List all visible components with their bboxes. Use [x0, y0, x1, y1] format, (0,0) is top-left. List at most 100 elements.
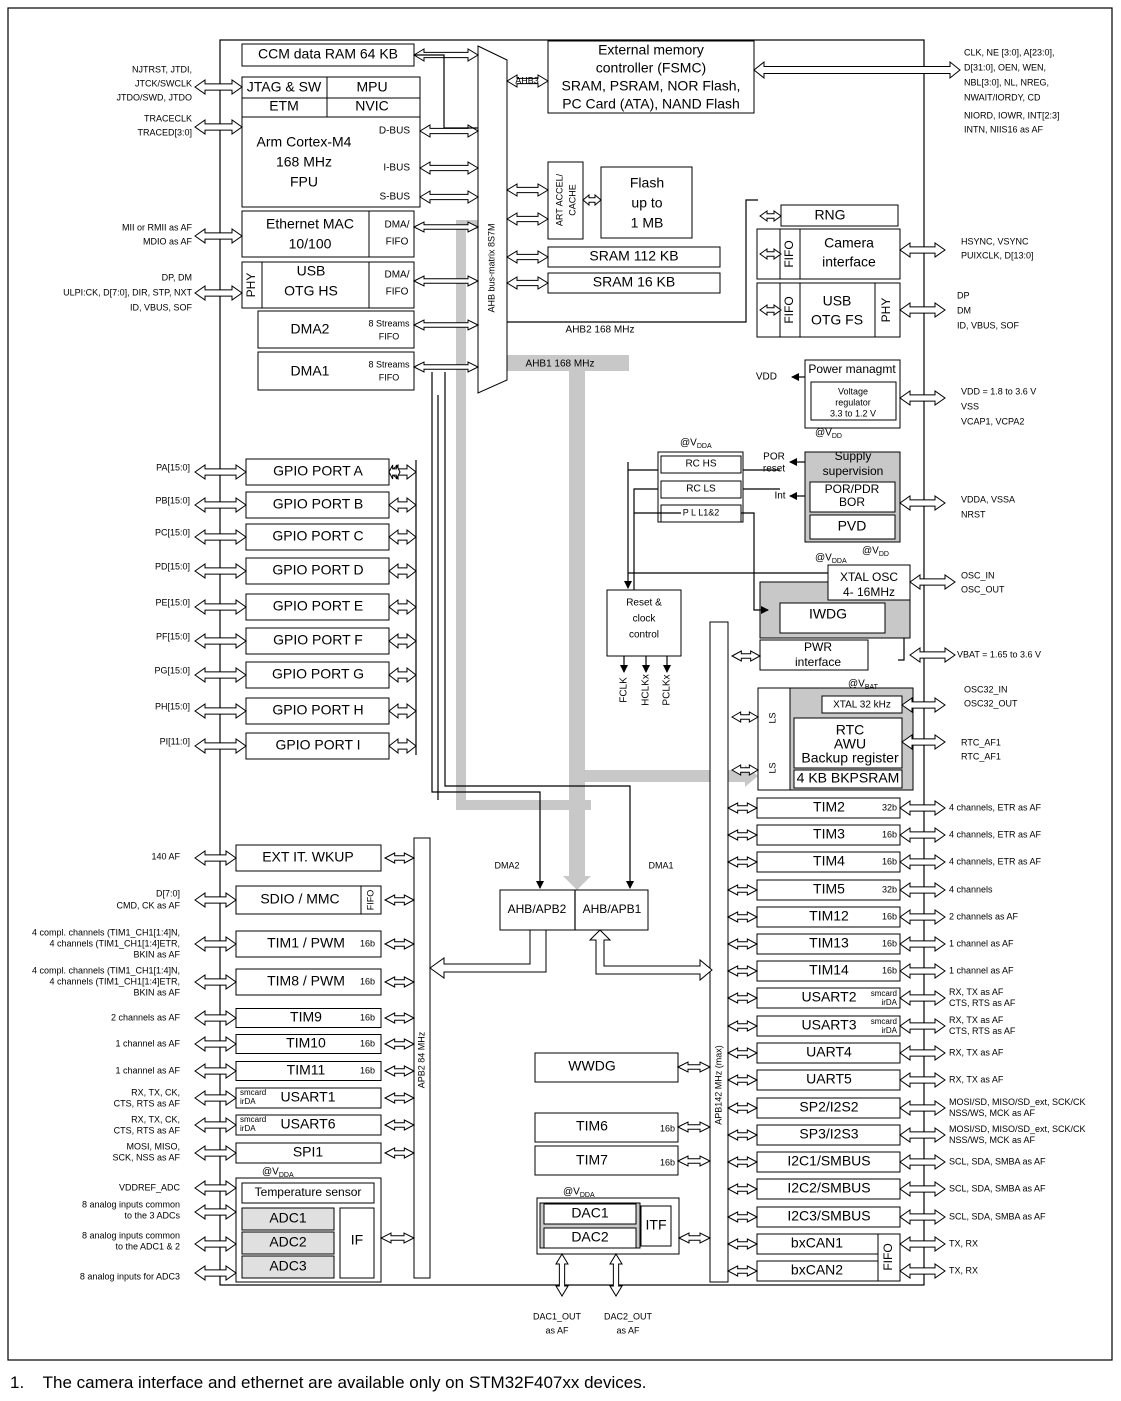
rtc-af-pin-label: RTC_AF1 [961, 737, 1001, 747]
flash-label: up to [631, 195, 662, 211]
supply-pin-label: NRST [961, 509, 986, 519]
vbat-line [898, 638, 905, 661]
apb1-bits-label: 16b [882, 829, 897, 839]
apb1-pin-label: SCL, SDA, SMBA as AF [949, 1211, 1046, 1221]
apb1-arrow [726, 1074, 759, 1086]
apb1-bus-block [709, 621, 729, 1283]
tim7-block [534, 1145, 679, 1176]
ahb3-arrow [506, 74, 549, 88]
apb2-pin-label: 4 compl. channels (TIM1_CH1[1:4]N, [32, 965, 180, 975]
sdio-arrow [383, 894, 416, 906]
apb2-bits-label: 16b [360, 1038, 375, 1048]
jtag-sw-label: JTAG & SW [247, 79, 322, 95]
usart-label: USART6 [281, 1116, 336, 1132]
sram112-label: SRAM 112 KB [589, 248, 678, 264]
cache-label: CACHE [567, 184, 577, 216]
apb1-label: APB142 MHz (max) [713, 1045, 723, 1125]
sbus-label: S-BUS [379, 192, 410, 203]
gpio-pin-arrow [194, 703, 247, 719]
osc-pin-label: OSC_OUT [961, 584, 1005, 594]
ahb1-trunk [569, 371, 585, 876]
art-accelerator-block [547, 161, 584, 240]
usb-hs-pin-label: DP, DM [162, 272, 192, 282]
rtc-af-pin-label: RTC_AF1 [961, 751, 1001, 761]
usart-pin-label: RX, TX, CK, [131, 1087, 180, 1097]
supply-label: supervision [823, 464, 884, 478]
power-pin-arrow [899, 390, 946, 406]
apb1-peripheral-label: UART4 [806, 1044, 852, 1060]
gpio-pin-arrow [194, 667, 247, 683]
apb1-peripheral-label: TIM14 [809, 962, 849, 978]
tim7-bits: 16b [660, 1157, 675, 1167]
apb1-smcard-label: smcard [871, 989, 897, 998]
dma1-to-bridge [444, 372, 634, 889]
bkpsram-block [793, 769, 903, 789]
rtc-arrow-2 [730, 764, 760, 776]
gpio-ahb-arrow [388, 632, 417, 650]
sdio-pin-label: D[7:0] [156, 888, 180, 898]
gpio-pin-label: PD[15:0] [155, 561, 190, 571]
gpio-pin-arrow [194, 633, 247, 649]
dac-itf-block [640, 1205, 672, 1247]
gpio-ahb-arrow [388, 598, 417, 616]
rtc-label: AWU [834, 736, 866, 752]
dac-arrow [677, 1232, 712, 1244]
apb2-pin-label: BKIN as AF [133, 987, 180, 997]
apb2-pin-label: 1 channel as AF [115, 1038, 180, 1048]
trace-pin-label: TRACED[3:0] [137, 127, 192, 137]
dma2-to-bridge [431, 372, 544, 889]
apb2-arrow [383, 1012, 416, 1024]
gpio-port-block [245, 661, 390, 689]
apb1-pin-label: CTS, RTS as AF [949, 998, 1016, 1008]
adc-label: ADC2 [269, 1234, 307, 1250]
apb1-pin-arrow [899, 990, 946, 1006]
apb1-peripheral-label: USART2 [802, 989, 857, 1005]
figure-frame [7, 7, 1113, 1361]
adc12-arrow [194, 1204, 237, 1220]
iwdg-block [779, 602, 886, 634]
apb1-bridge-arrow [588, 929, 713, 982]
ext-it-pin-label: 140 AF [151, 851, 180, 861]
supply-label: Supply [835, 449, 872, 463]
vddref-label: VDDREF_ADC [119, 1182, 181, 1192]
adc2-pin-label: 8 analog inputs common [82, 1230, 180, 1240]
vbat-pin-label: VBAT = 1.65 to 3.6 V [957, 649, 1041, 659]
gpio-pin-arrow [194, 529, 247, 545]
xtal-osc-label: 4- 16MHz [843, 585, 895, 599]
gpio-pin-arrow [194, 464, 247, 480]
reset-clock-control-block [606, 589, 682, 657]
rc-ls-block [660, 480, 742, 499]
pll-to-iwdg-line [741, 512, 769, 614]
apb1-pin-label: RX, TX as AF [949, 1015, 1004, 1025]
adc-arrow [379, 1232, 416, 1244]
por-reset-label: POR [763, 452, 785, 463]
bus-matrix-label: AHB bus-matrix 8S7M [486, 223, 496, 312]
usart-pin-arrow [194, 1090, 237, 1106]
gpio-ahb-arrow [388, 528, 417, 546]
dma-gray-bus [456, 220, 466, 810]
ccm-arrow [413, 48, 479, 62]
apb2-peripheral-label: TIM11 [287, 1062, 326, 1078]
apb2-arrow [383, 1065, 416, 1077]
dma1-streams-label: FIFO [379, 372, 400, 382]
usb-hs-dma-fifo-label: DMA/ [385, 270, 410, 281]
eth-dma-fifo-label: DMA/ [385, 220, 410, 231]
apb1-arrow [726, 856, 759, 868]
gpio-port-label: GPIO PORT B [273, 496, 364, 512]
vdd-domain-label: @VDD [815, 428, 842, 440]
pwr-interface-block [759, 639, 869, 671]
apb1-pin-arrow [899, 963, 946, 979]
xtal-osc-label: XTAL OSC [840, 570, 898, 584]
usart-arrow [383, 1119, 416, 1131]
can-fifo-block [877, 1233, 901, 1282]
apb1-peripheral-label: TIM13 [809, 935, 849, 951]
flash-label: 1 MB [631, 215, 664, 231]
apb2-arrow [383, 976, 416, 988]
xtal-osc-block [827, 564, 911, 601]
usb-fs-pin-label: DM [957, 305, 971, 315]
int-label: Int [774, 491, 785, 502]
apb1-arrow [726, 802, 759, 814]
wwdg-block [534, 1052, 679, 1083]
usart-smcard-label: irDA [240, 1097, 256, 1106]
